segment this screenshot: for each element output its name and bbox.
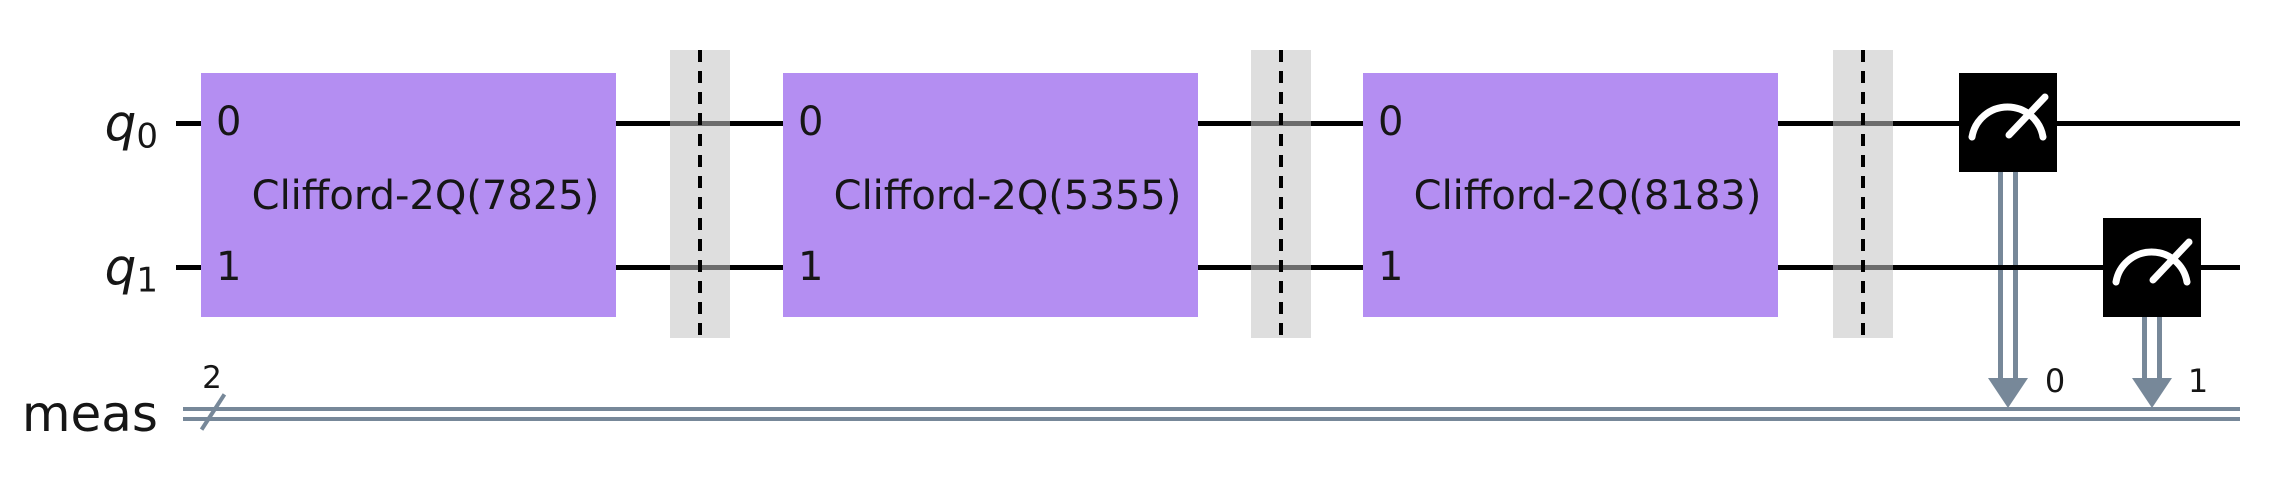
measure-target-bit-1: 1 [2187,362,2209,400]
gate-port-0: 0 [216,99,242,145]
measure-gate-q0 [1959,73,2057,172]
measure-arrowhead-1 [2132,378,2172,408]
measure-arrow-shaft-0 [1998,172,2018,380]
gate-label: Clifford-2Q(7825) [251,173,600,219]
measure-arrowhead-0 [1988,378,2028,408]
barrier-2 [1251,50,1311,338]
qubit-label-base: q [104,238,137,296]
barrier-3 [1833,50,1893,338]
barrier-dashed-line [1861,50,1865,338]
gate-port-1: 1 [798,244,824,290]
classical-wire-meas [183,407,2240,421]
measure-gate-q1 [2103,218,2201,317]
measure-meter-icon [2112,238,2193,286]
barrier-dashed-line [1279,50,1283,338]
gate-port-0: 0 [798,99,824,145]
barrier-dashed-line [698,50,702,338]
gate-port-1: 1 [216,244,242,290]
gate-clifford-2q-3: 0 1 Clifford-2Q(8183) [1363,73,1778,317]
qubit-label-base: q [104,94,137,152]
gate-port-0: 0 [1378,99,1404,145]
gate-port-1: 1 [1378,244,1404,290]
gate-label: Clifford-2Q(8183) [1413,173,1762,219]
measure-meter-icon [1968,93,2049,141]
barrier-1 [670,50,730,338]
creg-label-meas: meas [21,385,158,443]
qubit-label-subscript: 0 [136,116,158,157]
qubit-label-subscript: 1 [136,260,158,301]
qubit-label-q1: q1 [20,238,158,297]
creg-size-label: 2 [202,360,222,396]
qubit-label-q0: q0 [20,94,158,153]
gate-clifford-2q-2: 0 1 Clifford-2Q(5355) [783,73,1198,317]
gate-clifford-2q-1: 0 1 Clifford-2Q(7825) [201,73,616,317]
gate-label: Clifford-2Q(5355) [833,173,1182,219]
qubit-wire-q0 [176,121,2240,126]
measure-target-bit-0: 0 [2044,362,2066,400]
qubit-wire-q1 [176,265,2240,270]
measure-arrow-shaft-1 [2142,317,2162,380]
